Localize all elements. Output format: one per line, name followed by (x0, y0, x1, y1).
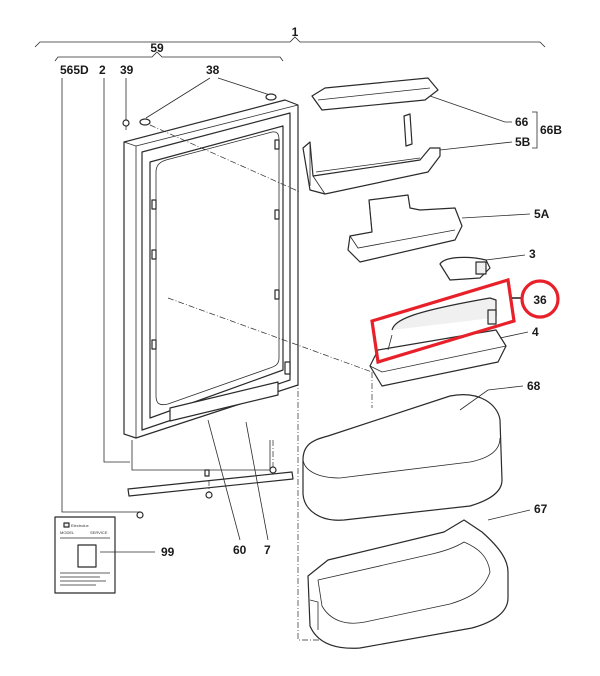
leader-hinge-screws (245, 421, 269, 541)
screw-top (122, 119, 130, 130)
bottom-hinge-plate (127, 440, 294, 497)
label-highlighted: 36 (533, 293, 547, 307)
manual-line1: MODEL (60, 530, 75, 535)
leader-hinge-caps (145, 77, 271, 119)
label-crisper-cover: 68 (527, 379, 541, 393)
shelf-lid (311, 77, 439, 111)
door-bracket (54, 51, 284, 62)
label-crisper: 67 (534, 502, 548, 516)
crisper-drawer (307, 519, 509, 649)
guide-line-middle (167, 297, 373, 373)
label-hinge-screws: 7 (264, 543, 271, 557)
label-hinge-caps: 38 (206, 63, 220, 77)
leader-bottle-stop (485, 254, 526, 261)
label-door: 59 (150, 41, 164, 55)
manual-line2: SERVICE (90, 530, 108, 535)
manual-brand: Electrolux (71, 523, 89, 528)
leader-door-left (61, 78, 140, 513)
hinge-cap-left (139, 118, 151, 126)
door-shelf-a (347, 194, 463, 263)
label-screw: 39 (120, 63, 134, 77)
leader-door-shelf-a (461, 213, 531, 219)
leader-lid (429, 95, 512, 123)
hinge-cap-right (265, 93, 277, 101)
label-manual: 99 (161, 545, 175, 559)
door-panel (123, 99, 299, 439)
bottle-stop (439, 256, 491, 281)
bottle-shelf (369, 297, 507, 387)
lid-group-bracket (532, 111, 538, 149)
dairy-shelf (302, 113, 441, 195)
label-gasket: 2 (99, 63, 106, 77)
label-lid-group: 66B (540, 123, 562, 137)
label-assembly: 1 (292, 25, 299, 39)
label-door-left: 565D (60, 63, 89, 77)
label-dairy-shelf: 5B (515, 135, 531, 149)
label-bottle-shelf: 4 (532, 325, 539, 339)
label-door-shelf-a: 5A (534, 207, 550, 221)
label-lid: 66 (515, 115, 529, 129)
leader-crisper (487, 509, 531, 521)
bottom-screws (136, 440, 277, 519)
label-bottle-stop: 3 (529, 247, 536, 261)
user-manual: Electrolux MODEL SERVICE (54, 516, 116, 594)
leader-crisper-cover (459, 385, 524, 411)
leader-hinge-plate (207, 419, 241, 541)
leader-dairy-shelf (439, 141, 513, 151)
highlight-box (370, 277, 516, 365)
label-hinge-plate: 60 (233, 543, 247, 557)
guide-line-upper (149, 124, 301, 193)
leader-bottle-shelf (499, 331, 529, 339)
leader-gasket (103, 78, 130, 463)
crisper-cover (302, 394, 503, 521)
assembly-bracket (34, 36, 546, 48)
highlight-callout (520, 279, 560, 319)
